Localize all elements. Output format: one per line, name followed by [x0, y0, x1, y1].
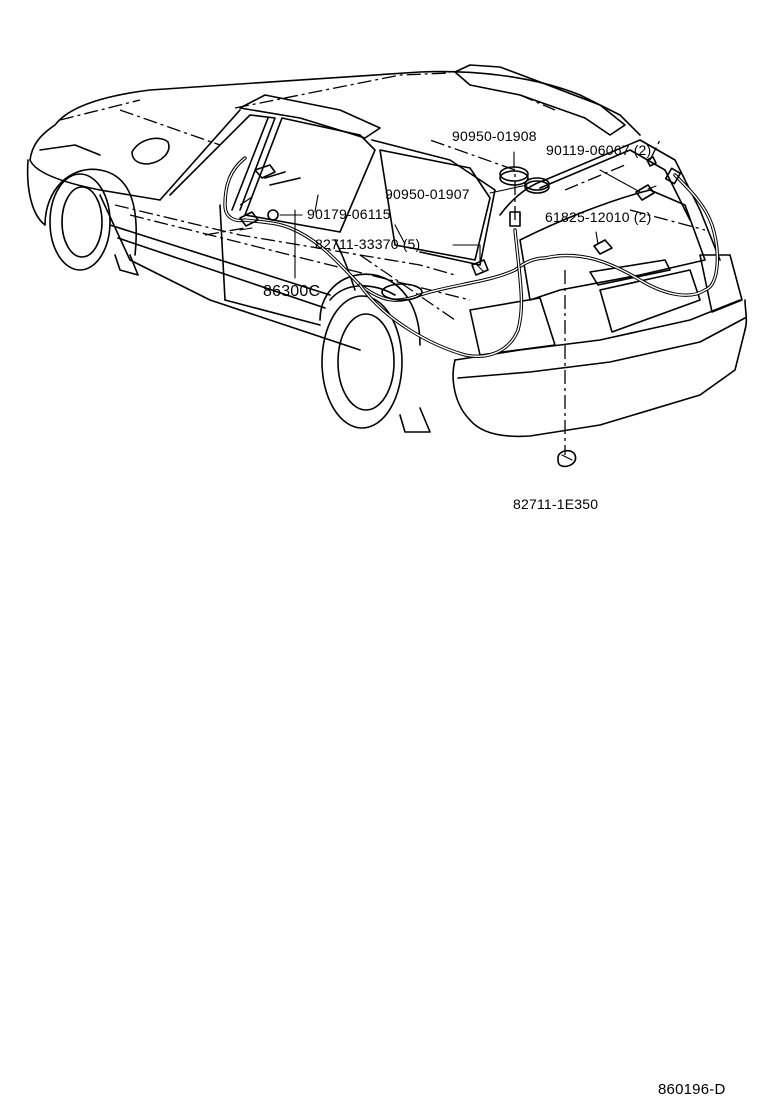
leader-lines [279, 151, 641, 279]
part-label-61825-12010: 61825-12010(2) [545, 209, 651, 225]
part-labels: 90950-01908 90119-06067(2) 90950-01907 9… [263, 128, 651, 512]
clip-part [267, 209, 279, 221]
bolt-part [635, 156, 657, 201]
part-label-82711-1E350: 82711-1E350 [513, 496, 598, 512]
part-label-90119-06067: 90119-06067(2) [546, 142, 651, 158]
front-wheel [49, 173, 111, 271]
antenna-cable [223, 156, 720, 358]
part-label-90179-06115: 90179-06115 [307, 206, 391, 222]
assembly-lines [59, 72, 706, 455]
grommet-small [524, 177, 550, 194]
rubber-grommet-part [557, 449, 577, 468]
part-label-90950-01908: 90950-01908 [452, 128, 537, 144]
clamp-part [593, 239, 613, 255]
rear-wheel [321, 295, 403, 429]
part-label-90950-01907: 90950-01907 [385, 186, 470, 202]
vehicle-outline [26, 64, 748, 438]
part-label-82711-33370: 82711-33370(5) [315, 236, 420, 252]
drawing-code: 860196-D [658, 1081, 725, 1098]
part-label-86300C: 86300C [263, 283, 320, 300]
